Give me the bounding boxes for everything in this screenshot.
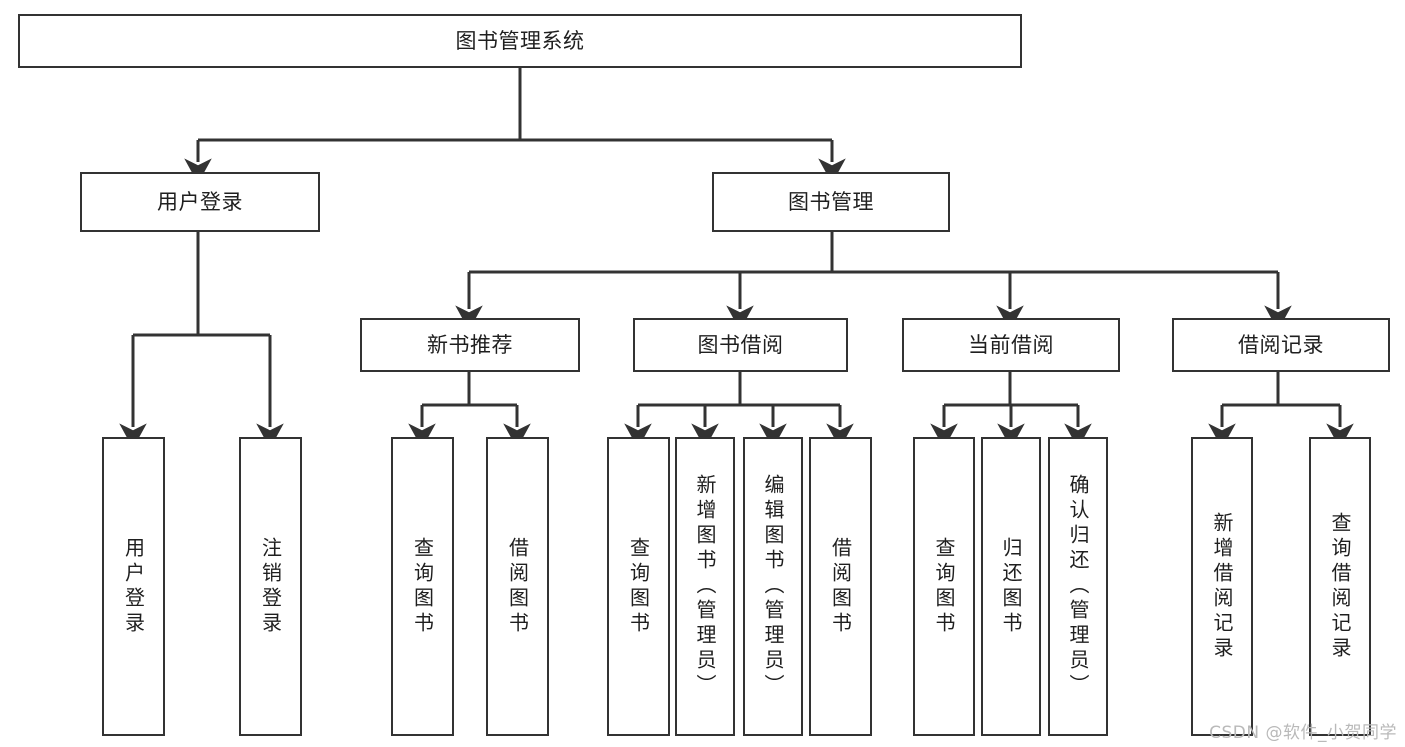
node-leaf-user-login[interactable]: 用户登录: [102, 437, 165, 736]
node-leaf-logout-login[interactable]: 注销登录: [239, 437, 302, 736]
node-leaf-query-borrow-record[interactable]: 查询借阅记录: [1309, 437, 1371, 736]
node-current-borrow[interactable]: 当前借阅: [902, 318, 1120, 372]
node-leaf-edit-book-label: 编辑图书（管理员）: [761, 474, 785, 699]
node-leaf-query-book-1[interactable]: 查询图书: [391, 437, 454, 736]
node-book-management[interactable]: 图书管理: [712, 172, 950, 232]
node-new-book-recommend[interactable]: 新书推荐: [360, 318, 580, 372]
node-leaf-query-book-1-label: 查询图书: [410, 536, 435, 637]
node-leaf-query-book-2[interactable]: 查询图书: [607, 437, 670, 736]
node-leaf-edit-book[interactable]: 编辑图书（管理员）: [743, 437, 803, 736]
node-leaf-query-book-3[interactable]: 查询图书: [913, 437, 975, 736]
node-book-borrow[interactable]: 图书借阅: [633, 318, 848, 372]
node-user-login[interactable]: 用户登录: [80, 172, 320, 232]
node-leaf-user-login-label: 用户登录: [121, 536, 146, 637]
node-leaf-query-book-2-label: 查询图书: [626, 536, 651, 637]
watermark-text: CSDN @软件_小贺同学: [1209, 723, 1397, 743]
node-leaf-add-borrow-record-label: 新增借阅记录: [1210, 511, 1234, 662]
node-leaf-add-borrow-record[interactable]: 新增借阅记录: [1191, 437, 1253, 736]
node-leaf-borrow-book-2-label: 借阅图书: [828, 536, 853, 637]
node-book-management-label: 图书管理: [788, 189, 874, 214]
node-leaf-logout-login-label: 注销登录: [258, 536, 283, 637]
node-leaf-borrow-book-2[interactable]: 借阅图书: [809, 437, 872, 736]
node-root-label: 图书管理系统: [455, 28, 585, 53]
node-book-borrow-label: 图书借阅: [697, 332, 784, 357]
node-leaf-add-book[interactable]: 新增图书（管理员）: [675, 437, 735, 736]
node-leaf-return-book-label: 归还图书: [999, 536, 1023, 637]
node-user-login-label: 用户登录: [157, 189, 243, 214]
node-leaf-borrow-book-1-label: 借阅图书: [505, 536, 530, 637]
node-leaf-query-borrow-record-label: 查询借阅记录: [1328, 511, 1352, 662]
node-new-book-recommend-label: 新书推荐: [427, 332, 513, 357]
node-current-borrow-label: 当前借阅: [968, 332, 1054, 357]
node-leaf-borrow-book-1[interactable]: 借阅图书: [486, 437, 549, 736]
node-leaf-confirm-return-label: 确认归还（管理员）: [1066, 474, 1090, 699]
node-root[interactable]: 图书管理系统: [18, 14, 1022, 68]
node-borrow-record-label: 借阅记录: [1238, 332, 1324, 357]
node-leaf-return-book[interactable]: 归还图书: [981, 437, 1041, 736]
node-leaf-query-book-3-label: 查询图书: [932, 536, 956, 637]
node-borrow-record[interactable]: 借阅记录: [1172, 318, 1390, 372]
node-leaf-confirm-return[interactable]: 确认归还（管理员）: [1048, 437, 1108, 736]
node-leaf-add-book-label: 新增图书（管理员）: [693, 474, 717, 699]
